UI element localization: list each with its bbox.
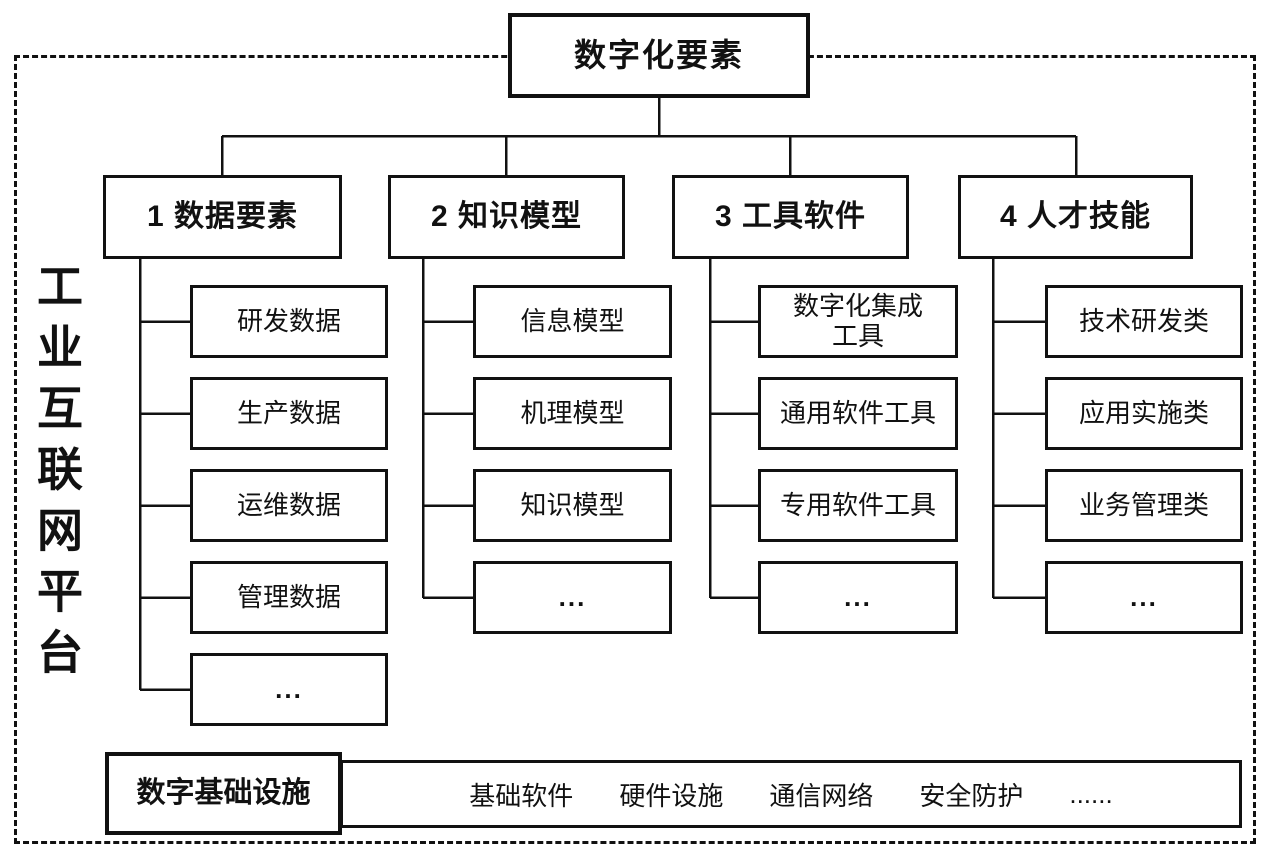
column-header-talent-skills: 4 人才技能 [958,175,1193,259]
node-application-implementation-category: 应用实施类 [1045,377,1243,450]
node-tech-rd-category: 技术研发类 [1045,285,1243,358]
node-information-model: 信息模型 [473,285,672,358]
infra-item-basic-software: 基础软件 [469,780,574,811]
node-business-management-category: 业务管理类 [1045,469,1243,542]
node-tools-ellipsis: ... [758,561,958,634]
node-management-data: 管理数据 [190,561,388,634]
node-production-data: 生产数据 [190,377,388,450]
column-header-tool-software: 3 工具软件 [672,175,909,259]
root-node: 数字化要素 [508,13,810,98]
node-special-software-tools: 专用软件工具 [758,469,958,542]
node-data-ellipsis: ... [190,653,388,726]
root-to-columns-connector [220,98,1078,175]
column-3-rail [708,259,758,599]
node-knowledge-model: 知识模型 [473,469,672,542]
infra-item-communication-network: 通信网络 [769,780,874,811]
infra-item-hardware-facilities: 硬件设施 [619,780,724,811]
node-rd-data: 研发数据 [190,285,388,358]
column-2-rail [421,259,473,599]
node-model-ellipsis: ... [473,561,672,634]
node-mechanism-model: 机理模型 [473,377,672,450]
node-om-data: 运维数据 [190,469,388,542]
infrastructure-bar: 基础软件 硬件设施 通信网络 安全防护 ...... [340,760,1242,828]
platform-label: 工业互联网平台 [31,262,83,689]
column-1-rail [138,259,190,691]
column-header-knowledge-models: 2 知识模型 [388,175,625,259]
infra-item-ellipsis: ...... [1069,778,1113,809]
column-header-data-elements: 1 数据要素 [103,175,342,259]
node-digital-integration-tools: 数字化集成 工具 [758,285,958,358]
node-skills-ellipsis: ... [1045,561,1243,634]
infra-item-security-protection: 安全防护 [919,780,1024,811]
node-general-software-tools: 通用软件工具 [758,377,958,450]
infrastructure-label-box: 数字基础设施 [105,752,342,835]
column-4-rail [991,259,1045,599]
